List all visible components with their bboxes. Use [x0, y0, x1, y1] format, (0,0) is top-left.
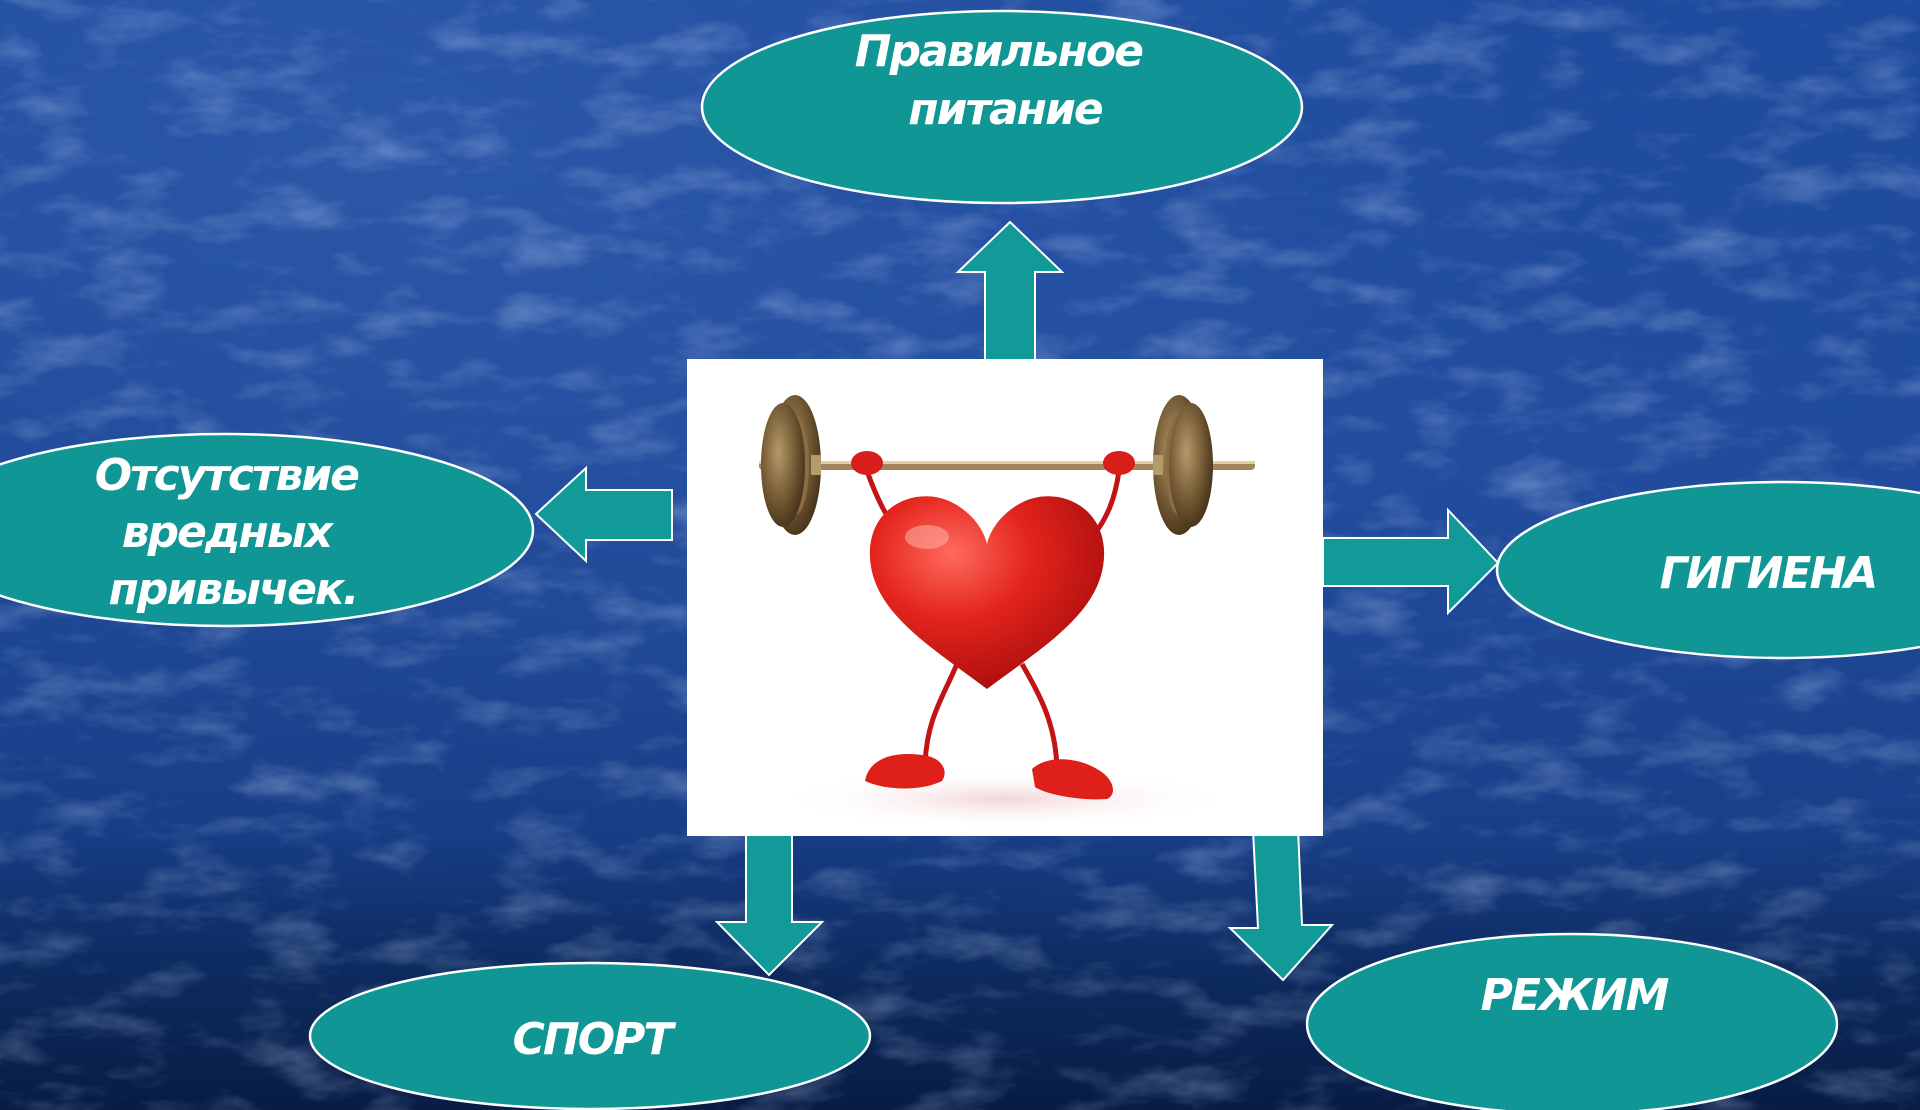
arrow-right [1322, 507, 1500, 616]
node-nutrition [700, 9, 1304, 205]
floor-shadow [775, 769, 1235, 829]
node-no-bad-habits-line: Отсутствие [95, 450, 359, 501]
arrow-down-left [714, 829, 825, 977]
node-sport-label: СПОРТ [513, 1014, 677, 1065]
node-nutrition-label: Правильное питание [855, 26, 1156, 135]
node-regime-label: РЕЖИМ [1481, 970, 1669, 1021]
left-foot-icon [865, 754, 945, 789]
center-picture [687, 359, 1323, 836]
arrow-left [534, 465, 673, 564]
node-nutrition-line: питание [908, 84, 1103, 135]
node-no-bad-habits-label: Отсутствие вредных привычек. [95, 450, 372, 615]
node-nutrition-line: Правильное [855, 26, 1143, 77]
arrow-down-right [1227, 826, 1335, 982]
heart-lifting-barbell-icon [759, 395, 1255, 829]
node-regime [1305, 932, 1839, 1110]
node-no-bad-habits [0, 432, 535, 628]
node-no-bad-habits-line: привычек. [109, 564, 358, 615]
node-no-bad-habits-line: вредных [122, 507, 335, 558]
node-hygiene [1495, 480, 1920, 660]
arrow-up [955, 220, 1065, 361]
right-foot-icon [1032, 759, 1113, 800]
heart-icon [869, 496, 1105, 689]
node-sport [308, 961, 872, 1110]
node-hygiene-label: ГИГИЕНА [1660, 548, 1877, 599]
